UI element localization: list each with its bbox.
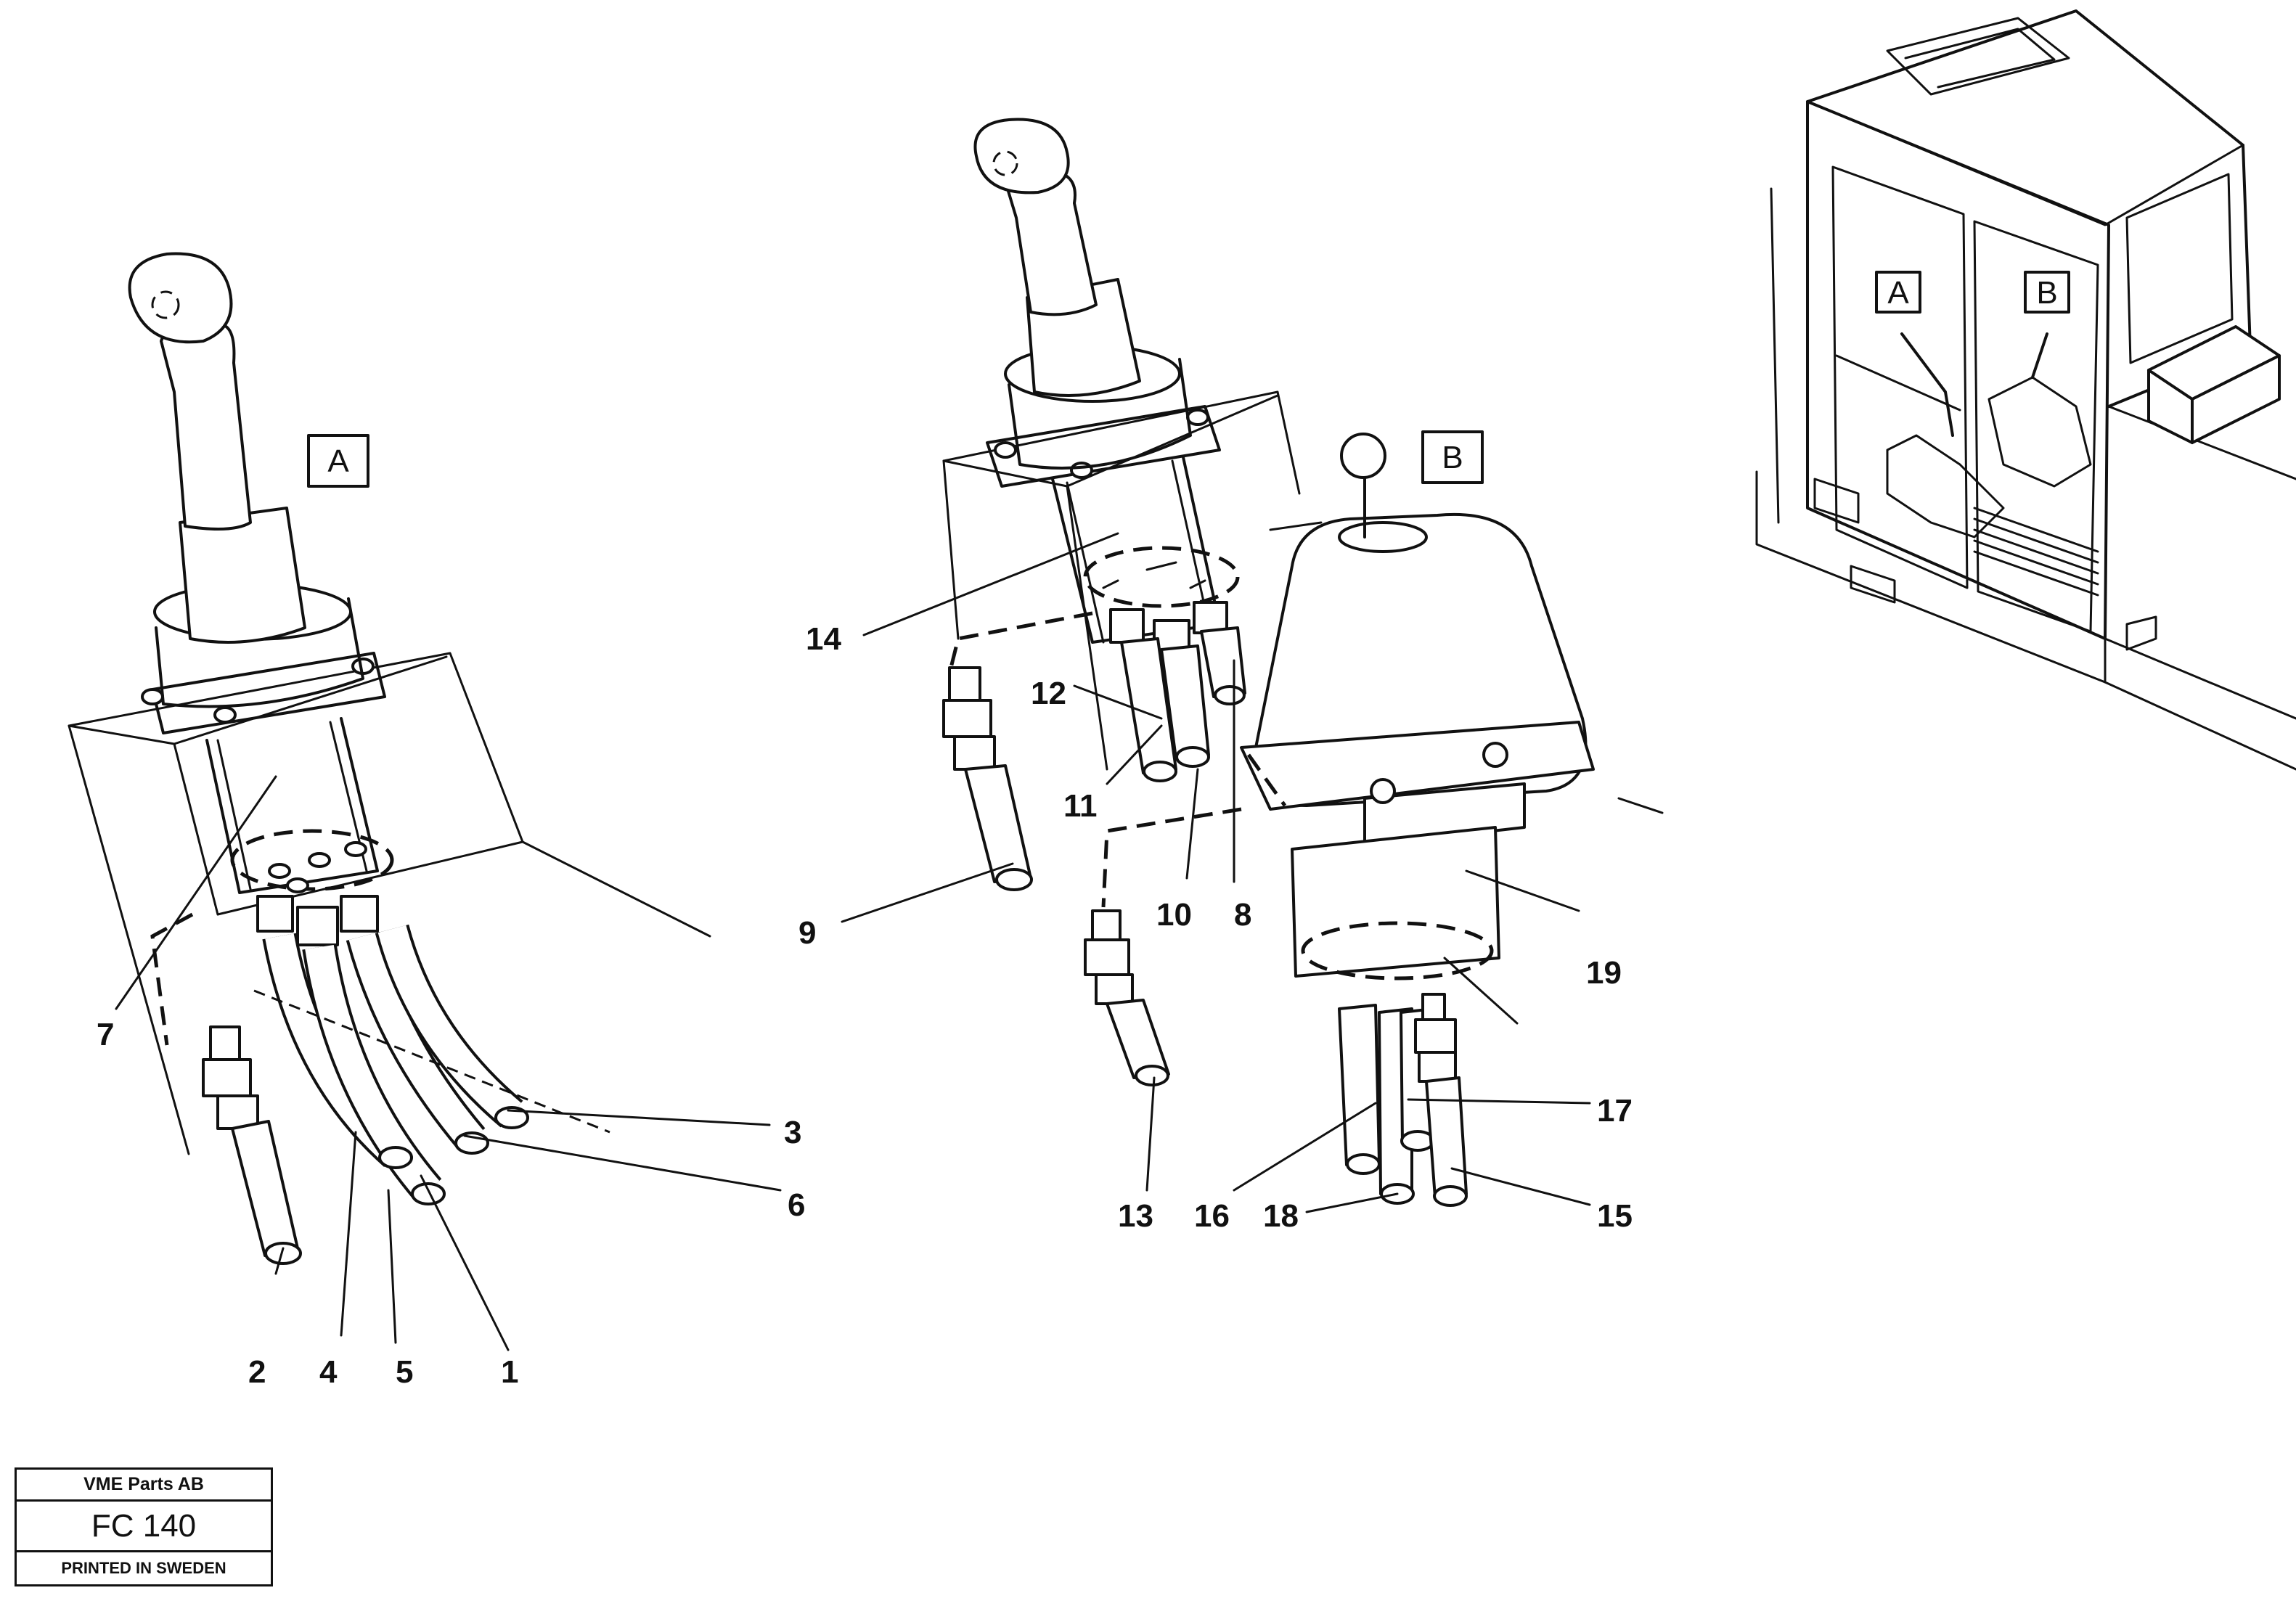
callout-17: 17	[1597, 1093, 1633, 1129]
callout-14: 14	[806, 621, 841, 657]
callout-6: 6	[788, 1187, 805, 1223]
callout-18: 18	[1263, 1198, 1299, 1234]
overview-label-a: A	[1887, 275, 1909, 311]
callout-1: 1	[501, 1354, 518, 1390]
callout-13: 13	[1118, 1198, 1153, 1234]
view-box-b	[1421, 430, 1484, 484]
printed-note: PRINTED IN SWEDEN	[61, 1559, 226, 1577]
callout-numbers: 2 4 5 1 3 6 7 8 9 10 11 12 13 14 15 16 1…	[97, 621, 1633, 1390]
callout-2: 2	[248, 1354, 266, 1390]
callout-11: 11	[1063, 788, 1098, 824]
leader-lines	[115, 532, 1591, 1351]
view-label-a: A	[327, 443, 349, 479]
control-lever-a	[68, 252, 711, 1265]
callout-9: 9	[798, 915, 816, 951]
callout-5: 5	[396, 1354, 413, 1390]
overview-label-b: B	[2036, 275, 2057, 311]
company-name: VME Parts AB	[17, 1470, 271, 1502]
callout-12: 12	[1031, 676, 1066, 711]
callout-4: 4	[319, 1354, 338, 1390]
callout-16: 16	[1194, 1198, 1230, 1234]
callout-15: 15	[1597, 1198, 1633, 1234]
view-box-a	[307, 434, 369, 488]
title-block: VME Parts AB FC 140 PRINTED IN SWEDEN	[15, 1467, 273, 1586]
figure-code: FC 140	[17, 1502, 271, 1552]
cab-overview: A B	[1755, 9, 2296, 771]
callout-7: 7	[97, 1017, 114, 1052]
callout-10: 10	[1156, 897, 1192, 933]
callout-19: 19	[1586, 955, 1622, 991]
control-lever-b	[942, 118, 1664, 1207]
view-label-b: B	[1442, 440, 1463, 475]
callout-8: 8	[1234, 897, 1251, 933]
callout-3: 3	[784, 1115, 801, 1150]
